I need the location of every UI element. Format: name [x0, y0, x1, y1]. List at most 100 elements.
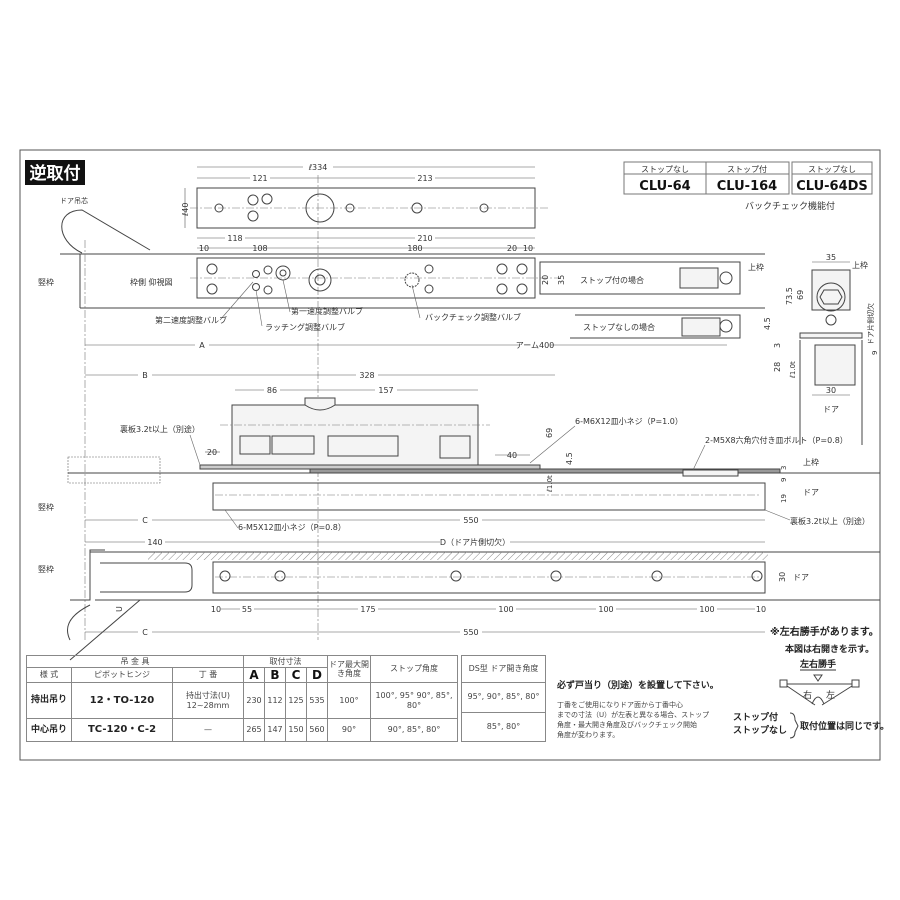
stop-without-label: ストップなし — [733, 724, 787, 736]
table-row: 中心吊り TC-120・C-2 — 265 147 150 560 90° 90… — [26, 718, 458, 742]
cell-b: 147 — [264, 718, 286, 742]
dim-10: 10 — [199, 244, 209, 253]
dim-334: ℓ334 — [308, 163, 328, 172]
dim-157: 157 — [378, 386, 393, 395]
same-position-note: 取付位置は同じです。 — [800, 720, 889, 732]
dim-4-5: 4.5 — [763, 317, 772, 330]
cell-max-open: 90° — [327, 718, 371, 742]
cell-b: 112 — [264, 682, 286, 720]
title: 逆取付 — [30, 163, 81, 184]
dim-180: 180 — [407, 244, 422, 253]
backplate-label: 裏板3.2t以上（別途） — [120, 424, 200, 434]
handed-note: ※左右勝手があります。 — [770, 625, 879, 638]
dim-40: ℓ40 — [181, 203, 190, 217]
dim-100: 100 — [598, 605, 613, 614]
model-table: ストップなし ストップ付 ストップなし CLU-64 CLU-164 CLU-6… — [623, 161, 873, 212]
dim-108: 108 — [252, 244, 267, 253]
dim-40: 40 — [507, 451, 517, 460]
backplate-label: 裏板3.2t以上（別途） — [790, 516, 870, 526]
dim-1-0t: ℓ1.0t — [789, 361, 797, 379]
upper-frame-label: 上枠 — [852, 260, 868, 270]
dim-73-5: 73.5 — [785, 287, 794, 305]
dim-9: 9 — [780, 478, 788, 482]
dim-121: 121 — [252, 174, 267, 183]
hinge-note-line: 角度が変わります。 — [557, 731, 620, 739]
header-d: D — [306, 666, 328, 684]
dim-4-5: 4.5 — [565, 452, 574, 465]
header-stop-angle: ストップ角度 — [370, 654, 458, 684]
arm-views: ストップ付の場合 ストップなしの場合 A アーム400 — [84, 240, 741, 640]
frame-section: ドア吊芯 竪枠 枠側 仰視図 上枠 — [38, 196, 765, 309]
header-c: C — [285, 666, 307, 684]
door-cutout-label: ドア片側切欠 — [866, 303, 875, 345]
hinge-note: 丁番をご使用になりドア面から丁番中心 までの寸法（U）が左表と異なる場合、ストッ… — [557, 700, 709, 740]
cell-d: 535 — [306, 682, 328, 720]
hinge-note-line: までの寸法（U）が左表と異なる場合、ストップ — [557, 711, 710, 719]
model-name: CLU-64 — [639, 179, 690, 194]
door-label: ドア — [823, 405, 839, 414]
backcheck-note: バックチェック機能付 — [745, 200, 835, 212]
handed-title: 左右勝手 — [799, 658, 836, 670]
ds-table: DS型 ドア開き角度 95°, 90°, 85°, 80° 85°, 80° — [461, 655, 546, 742]
model-name: CLU-64DS — [796, 179, 868, 194]
cell-c: 125 — [285, 682, 307, 720]
cell-hinge: — — [172, 718, 244, 742]
dim-100: 100 — [498, 605, 513, 614]
mounting-plate-view: ℓ334 121 213 ℓ40 — [181, 161, 550, 640]
without-stop-label: ストップなしの場合 — [583, 322, 655, 332]
dim-C: C — [142, 628, 148, 637]
dim-1-0t: ℓ1.0t — [546, 475, 554, 493]
dim-213: 213 — [417, 174, 432, 183]
dim-10: 10 — [756, 605, 766, 614]
header-hinge: 丁 番 — [172, 666, 244, 684]
cell-hinge: 持出寸法(U) 12~28mm — [172, 682, 244, 720]
door-pivot-label: ドア吊芯 — [60, 196, 88, 205]
header-max-open: ドア最大開き角度 — [327, 654, 371, 684]
dim-10: 10 — [523, 244, 533, 253]
model-type: ストップ付 — [727, 164, 767, 174]
dim-35-vertical: 35 — [557, 275, 566, 285]
bolt-m5-label: 2-M5X8六角穴付き皿ボルト（P=0.8） — [705, 435, 848, 445]
dim-30: 30 — [826, 386, 836, 395]
must-stop-note: 必ず戸当り（別途）を設置して下さい。 — [557, 681, 719, 691]
dim-118: 118 — [227, 234, 242, 243]
vertical-frame-label: 竪枠 — [38, 277, 54, 287]
left-label: 左 — [826, 689, 835, 701]
dim-55: 55 — [242, 605, 252, 614]
handedness-notes: ※左右勝手があります。 本図は右開きを示す。 左右勝手 右 左 ストップ付 スト… — [733, 625, 889, 739]
frame-view-label: 枠側 仰視図 — [130, 277, 173, 287]
model-type: ストップなし — [641, 165, 689, 174]
dim-328: 328 — [359, 371, 374, 380]
dim-20-vertical: 20 — [541, 275, 550, 285]
door-label: ドア — [793, 573, 809, 582]
front-elevation: B 328 86 157 裏板3.2t以上（別途） 20 40 69 4.5 ℓ… — [38, 370, 880, 532]
door-label: ドア — [803, 488, 819, 497]
screw-m5-label: 6-M5X12皿小ネジ（P=0.8） — [238, 523, 346, 532]
model-type: ストップなし — [808, 165, 856, 174]
dim-210: 210 — [417, 234, 432, 243]
screw-m6-label: 6-M6X12皿小ネジ（P=1.0） — [575, 417, 683, 426]
cell-stop: 90°, 85°, 80° — [370, 718, 458, 742]
header-b: B — [264, 666, 286, 684]
cell-pivot: 12・TO-120 — [71, 682, 173, 720]
valve1-label: 第一速度調整バルブ — [291, 306, 363, 316]
ds-header: DS型 ドア開き角度 — [461, 655, 546, 683]
dim-3: 3 — [780, 466, 788, 470]
latch-valve-label: ラッチング調整バルブ — [265, 322, 345, 332]
ds-cell: 95°, 90°, 85°, 80° — [461, 682, 546, 713]
dim-3: 3 — [773, 343, 782, 348]
door-cutout-label: D（ドア片側切欠） — [440, 537, 510, 547]
door-plan-view: 140 D（ドア片側切欠） 30 ドア 竪枠 U 10 55 175 100 — [38, 537, 880, 661]
dim-100: 100 — [699, 605, 714, 614]
dim-A: A — [199, 341, 205, 350]
dim-550: 550 — [463, 516, 478, 525]
with-stop-label: ストップ付の場合 — [580, 275, 644, 285]
ds-cell: 85°, 80° — [461, 711, 546, 742]
dim-175: 175 — [360, 605, 375, 614]
dim-69: 69 — [545, 428, 554, 438]
upper-frame-label: 上枠 — [803, 457, 819, 467]
right-open-note: 本図は右開きを示す。 — [785, 643, 874, 655]
dim-20: 20 — [507, 244, 517, 253]
vertical-frame-label: 竪枠 — [38, 502, 54, 512]
dim-10: 10 — [211, 605, 221, 614]
